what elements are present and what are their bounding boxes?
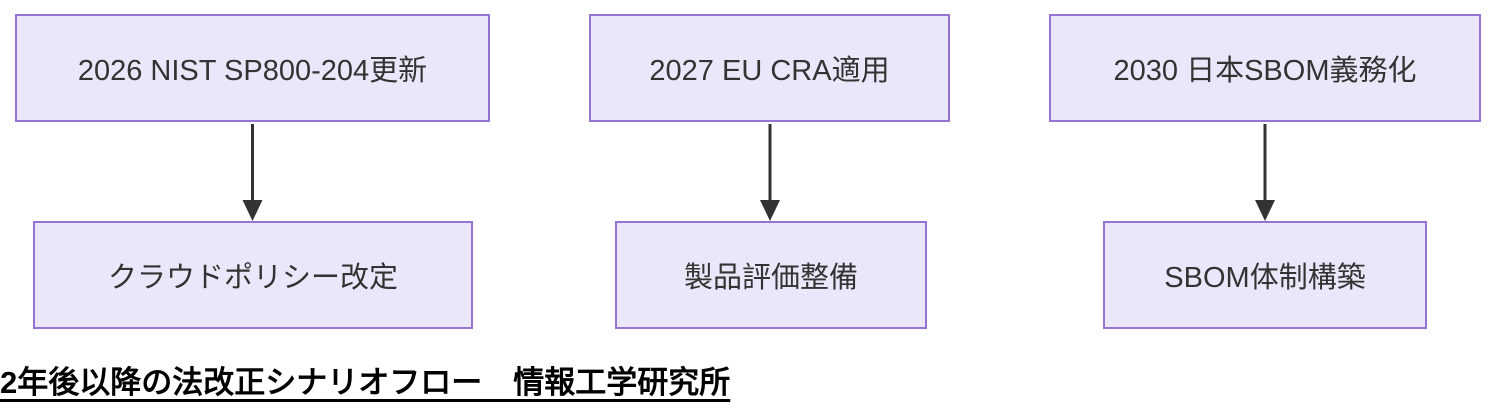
- node-2027-eu-cra: 2027 EU CRA適用: [589, 14, 950, 122]
- caption-text: 2年後以降の法改正シナリオフロー 情報工学研究所: [0, 365, 731, 400]
- arrow-sbom-to-structure: [1255, 124, 1275, 221]
- node-cloud-policy-revision: クラウドポリシー改定: [33, 221, 473, 329]
- node-label: SBOM体制構築: [1164, 262, 1366, 294]
- node-label: 2026 NIST SP800-204更新: [77, 55, 428, 87]
- node-label: 製品評価整備: [683, 262, 858, 294]
- node-label: クラウドポリシー改定: [107, 262, 398, 294]
- node-sbom-structure: SBOM体制構築: [1103, 221, 1427, 329]
- node-product-evaluation: 製品評価整備: [615, 221, 927, 329]
- arrow-nist-to-cloud-policy: [242, 124, 263, 221]
- node-label: 2030 日本SBOM義務化: [1113, 55, 1417, 87]
- diagram-caption: 2年後以降の法改正シナリオフロー 情報工学研究所: [0, 357, 730, 402]
- arrow-cra-to-product-evaluation: [760, 124, 780, 221]
- node-label: 2027 EU CRA適用: [649, 55, 890, 87]
- node-2030-japan-sbom: 2030 日本SBOM義務化: [1049, 14, 1481, 122]
- node-2026-nist-sp800-update: 2026 NIST SP800-204更新: [15, 14, 490, 122]
